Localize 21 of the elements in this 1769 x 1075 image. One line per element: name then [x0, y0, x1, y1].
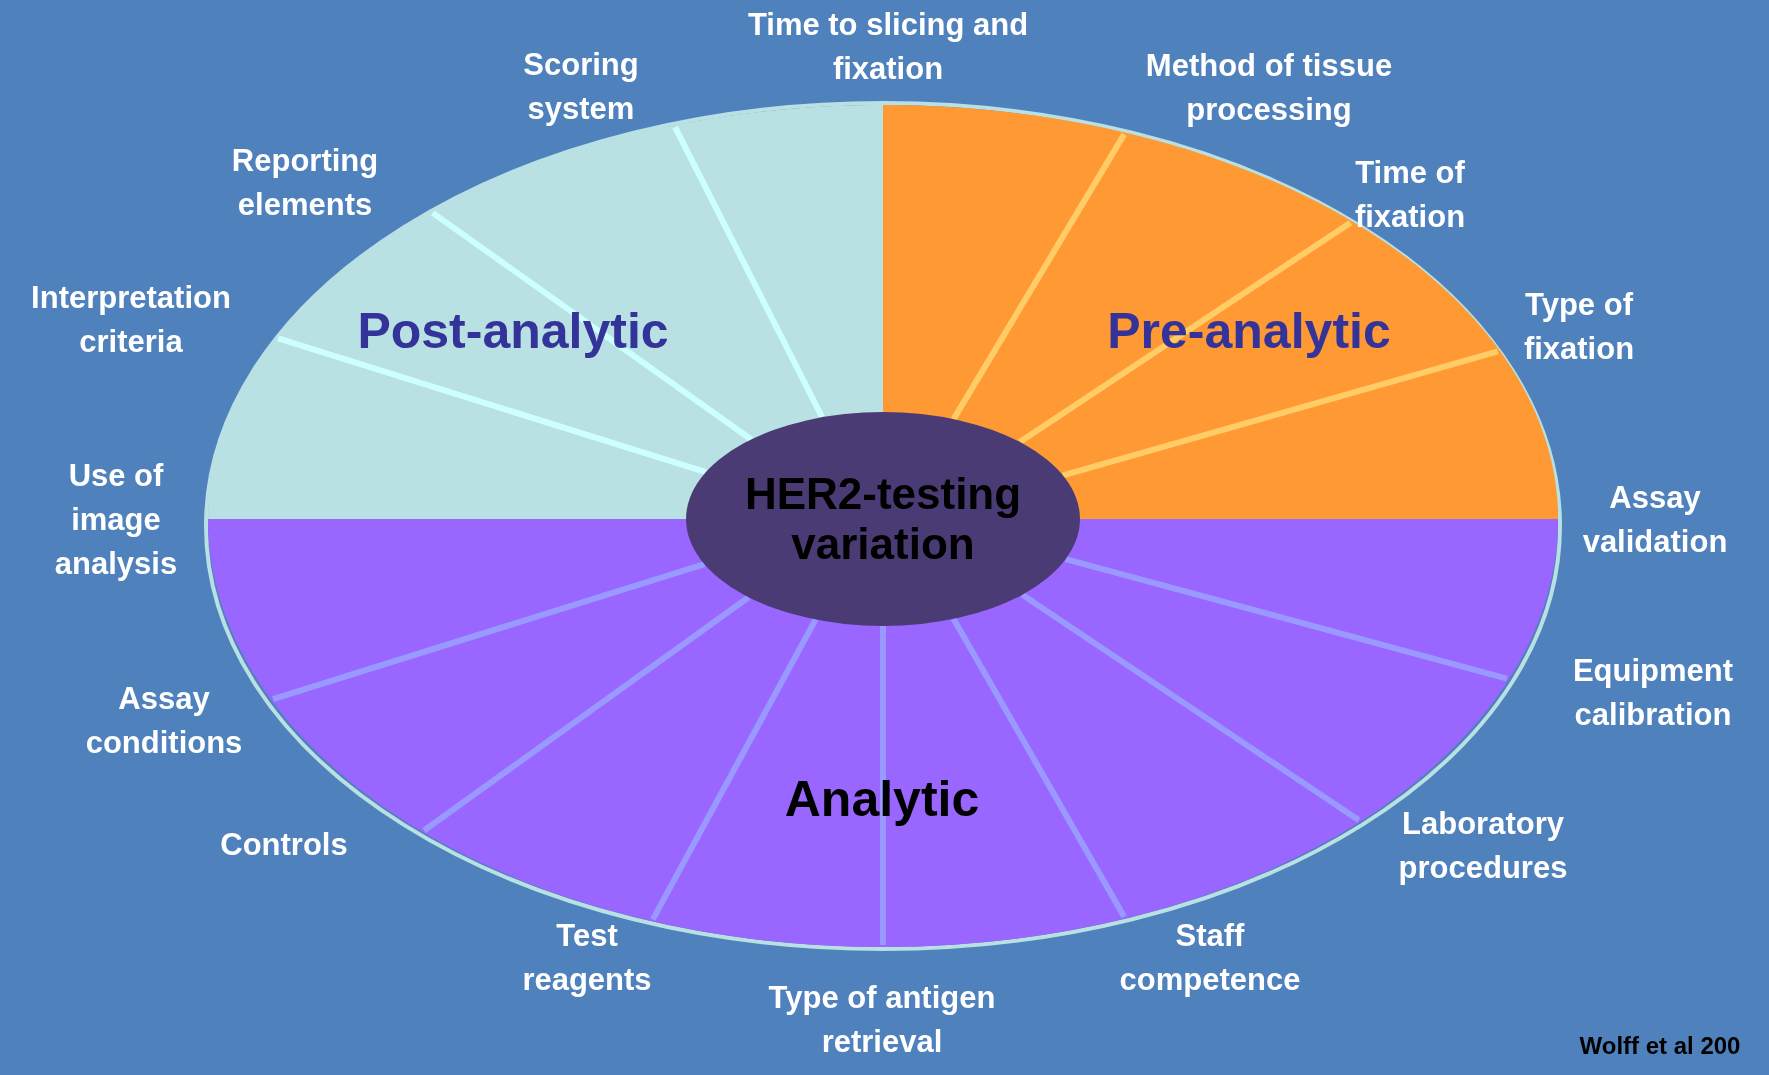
- factor-label: Use of image analysis: [53, 457, 179, 583]
- factor-label: Type of antigen retrieval: [767, 979, 997, 1061]
- factor-label: Laboratory procedures: [1397, 805, 1569, 887]
- factor-label: Interpretation criteria: [30, 279, 232, 361]
- factor-label: Assay validation: [1581, 479, 1729, 561]
- section-title: Analytic: [784, 770, 980, 828]
- factor-label: Reporting elements: [230, 142, 380, 224]
- factor-label: Method of tissue processing: [1144, 47, 1394, 129]
- factor-label: Controls: [219, 826, 349, 864]
- factor-label: Test reagents: [521, 917, 653, 999]
- center-title: HER2-testing variation: [743, 469, 1023, 569]
- source-citation: Wolff et al 200: [1579, 1031, 1741, 1061]
- factor-label: Assay conditions: [84, 680, 244, 762]
- section-title: Post-analytic: [357, 302, 669, 360]
- factor-label: Time of fixation: [1353, 154, 1467, 236]
- factor-label: Scoring system: [522, 46, 640, 128]
- factor-label: Equipment calibration: [1571, 652, 1735, 734]
- factor-label: Staff competence: [1118, 917, 1302, 999]
- factor-label: Time to slicing and fixation: [746, 6, 1030, 88]
- factor-label: Type of fixation: [1522, 286, 1636, 368]
- section-title: Pre-analytic: [1107, 302, 1391, 360]
